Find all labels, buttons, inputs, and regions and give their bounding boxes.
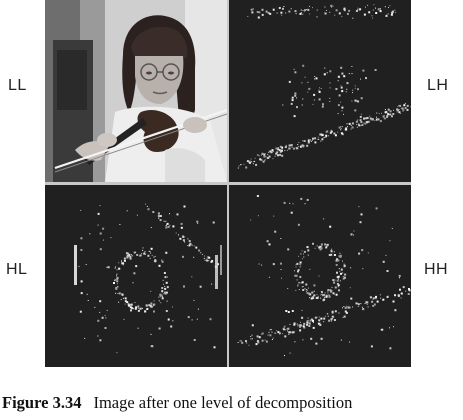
lh-subband-image [229,0,411,182]
hl-detail-coefficients [45,185,227,367]
subband-label-hh: HH [424,261,449,278]
subband-label-hl: HL [6,261,28,278]
grid-divider-horizontal [45,182,411,185]
subband-label-lh: LH [427,77,449,94]
ll-subband-image [45,0,227,182]
subband-label-ll: LL [8,77,27,94]
lh-detail-coefficients [229,0,411,182]
figure-caption: Figure 3.34 Image after one level of deco… [2,393,352,413]
hh-subband-image [229,185,411,367]
ll-violinist-photo [45,0,227,182]
hl-subband-image [45,185,227,367]
figure-caption-text: Image after one level of decomposition [93,393,353,412]
hh-detail-coefficients [229,185,411,367]
figure-number: Figure 3.34 [2,393,82,412]
